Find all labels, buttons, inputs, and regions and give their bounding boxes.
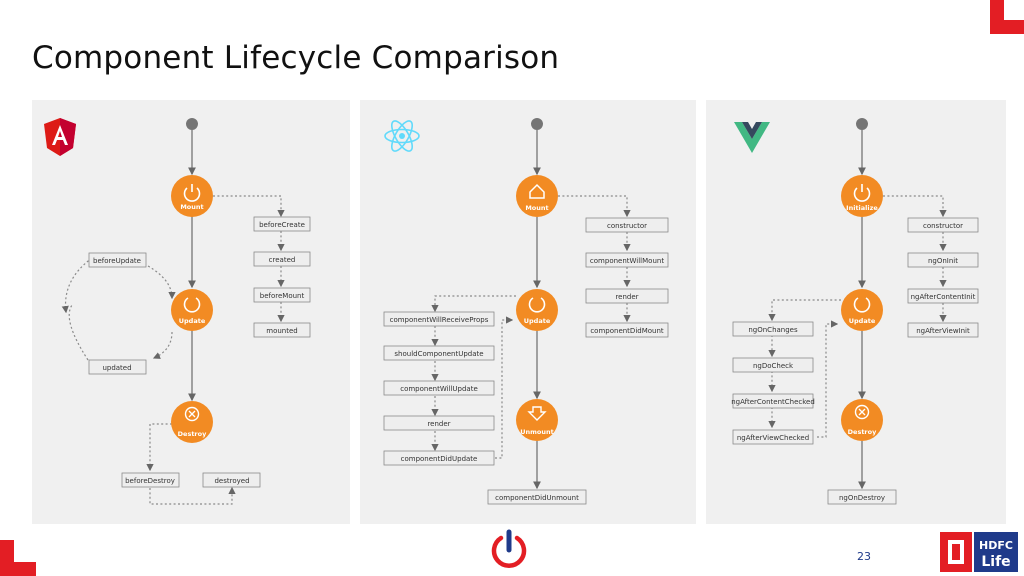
component-will-mount-node: componentWillMount	[585, 252, 669, 268]
hdfc-life-logo: HDFC Life	[940, 532, 1018, 572]
ng-after-view-checked-node: ngAfterViewChecked	[732, 429, 814, 445]
vue-lifecycle-panel: Initialize Update Destroy constructor ng…	[706, 100, 1006, 524]
svg-text:beforeUpdate: beforeUpdate	[93, 257, 141, 265]
svg-text:Life: Life	[981, 554, 1010, 570]
svg-text:Update: Update	[524, 317, 551, 325]
svg-text:render: render	[427, 420, 450, 428]
slide-title: Component Lifecycle Comparison	[32, 40, 560, 76]
svg-text:ngOnChanges: ngOnChanges	[748, 326, 798, 334]
destroyed-node: destroyed	[202, 472, 261, 488]
update-node: Update	[516, 289, 558, 331]
ng-on-destroy-node: ngOnDestroy	[827, 489, 897, 505]
svg-text:ngAfterViewInit: ngAfterViewInit	[916, 327, 970, 335]
svg-text:Mount: Mount	[180, 203, 203, 211]
created-node: created	[253, 251, 311, 267]
svg-text:componentWillUpdate: componentWillUpdate	[400, 385, 478, 393]
svg-text:beforeMount: beforeMount	[260, 292, 305, 300]
svg-text:Destroy: Destroy	[178, 430, 207, 438]
svg-text:constructor: constructor	[607, 222, 647, 230]
svg-text:componentWillReceiveProps: componentWillReceiveProps	[390, 316, 489, 324]
unmount-node: Unmount	[516, 399, 558, 441]
before-create-node: beforeCreate	[253, 216, 311, 232]
svg-text:HDFC: HDFC	[979, 539, 1013, 552]
angular-logo-icon	[44, 118, 76, 156]
should-update-node: shouldComponentUpdate	[383, 345, 495, 361]
constructor-node: constructor	[585, 217, 669, 233]
ng-do-check-node: ngDoCheck	[732, 357, 814, 373]
svg-text:render: render	[615, 293, 638, 301]
svg-text:beforeDestroy: beforeDestroy	[125, 477, 175, 485]
ng-on-init-node: ngOnInit	[907, 252, 979, 268]
svg-text:Initialize: Initialize	[846, 204, 878, 212]
start-node	[186, 118, 198, 130]
svg-text:ngDoCheck: ngDoCheck	[753, 362, 794, 370]
svg-text:ngAfterContentChecked: ngAfterContentChecked	[731, 398, 815, 406]
svg-text:Destroy: Destroy	[848, 428, 877, 436]
page-number: 23	[857, 550, 871, 563]
svg-text:ngAfterContentInit: ngAfterContentInit	[911, 293, 976, 301]
svg-text:componentDidMount: componentDidMount	[590, 327, 664, 335]
corner-accent-bottom-left	[0, 540, 36, 576]
start-node	[531, 118, 543, 130]
render-mount-node: render	[585, 288, 669, 304]
vue-logo-icon	[734, 122, 770, 153]
svg-text:Update: Update	[849, 317, 876, 325]
constructor-node: constructor	[907, 217, 979, 233]
render-update-node: render	[383, 415, 495, 431]
destroy-node: Destroy	[171, 401, 213, 443]
corner-accent-top-right	[990, 0, 1024, 34]
mount-node: Mount	[516, 175, 558, 217]
react-logo-icon	[384, 120, 420, 152]
destroy-node: Destroy	[841, 399, 883, 441]
before-destroy-node: beforeDestroy	[121, 472, 180, 488]
svg-text:created: created	[269, 256, 296, 264]
mount-node: Mount	[171, 175, 213, 217]
update-node: Update	[841, 289, 883, 331]
will-update-node: componentWillUpdate	[383, 380, 495, 396]
before-mount-node: beforeMount	[253, 287, 311, 303]
svg-text:ngOnDestroy: ngOnDestroy	[839, 494, 885, 502]
initialize-node: Initialize	[841, 175, 883, 217]
power-button-logo-icon	[491, 529, 527, 568]
will-receive-props-node: componentWillReceiveProps	[383, 311, 495, 327]
ng-after-view-init-node: ngAfterViewInit	[907, 322, 979, 338]
svg-text:componentDidUnmount: componentDidUnmount	[495, 494, 579, 502]
svg-text:componentDidUpdate: componentDidUpdate	[401, 455, 478, 463]
svg-text:Update: Update	[179, 317, 206, 325]
svg-text:updated: updated	[102, 364, 131, 372]
did-update-node: componentDidUpdate	[383, 450, 495, 466]
component-did-mount-node: componentDidMount	[585, 322, 669, 338]
start-node	[856, 118, 868, 130]
before-update-node: beforeUpdate	[88, 252, 147, 268]
update-node: Update	[171, 289, 213, 331]
svg-text:ngAfterViewChecked: ngAfterViewChecked	[737, 434, 809, 442]
svg-text:Mount: Mount	[525, 204, 548, 212]
will-unmount-node: componentDidUnmount	[487, 489, 587, 505]
svg-text:destroyed: destroyed	[214, 477, 249, 485]
react-lifecycle-panel: Mount Update Unmount constructor compone…	[360, 100, 696, 524]
svg-text:constructor: constructor	[923, 222, 963, 230]
svg-text:ngOnInit: ngOnInit	[928, 257, 958, 265]
svg-text:shouldComponentUpdate: shouldComponentUpdate	[394, 350, 483, 358]
svg-text:beforeCreate: beforeCreate	[259, 221, 305, 229]
svg-text:Unmount: Unmount	[520, 428, 554, 436]
updated-node: updated	[88, 359, 147, 375]
angular-lifecycle-panel: Mount Update Destroy beforeCreate create…	[32, 100, 350, 524]
mounted-node: mounted	[253, 322, 311, 338]
ng-after-content-checked-node: ngAfterContentChecked	[731, 393, 815, 409]
ng-on-changes-node: ngOnChanges	[732, 321, 814, 337]
svg-text:componentWillMount: componentWillMount	[590, 257, 664, 265]
ng-after-content-init-node: ngAfterContentInit	[907, 288, 979, 304]
svg-text:mounted: mounted	[266, 327, 297, 335]
